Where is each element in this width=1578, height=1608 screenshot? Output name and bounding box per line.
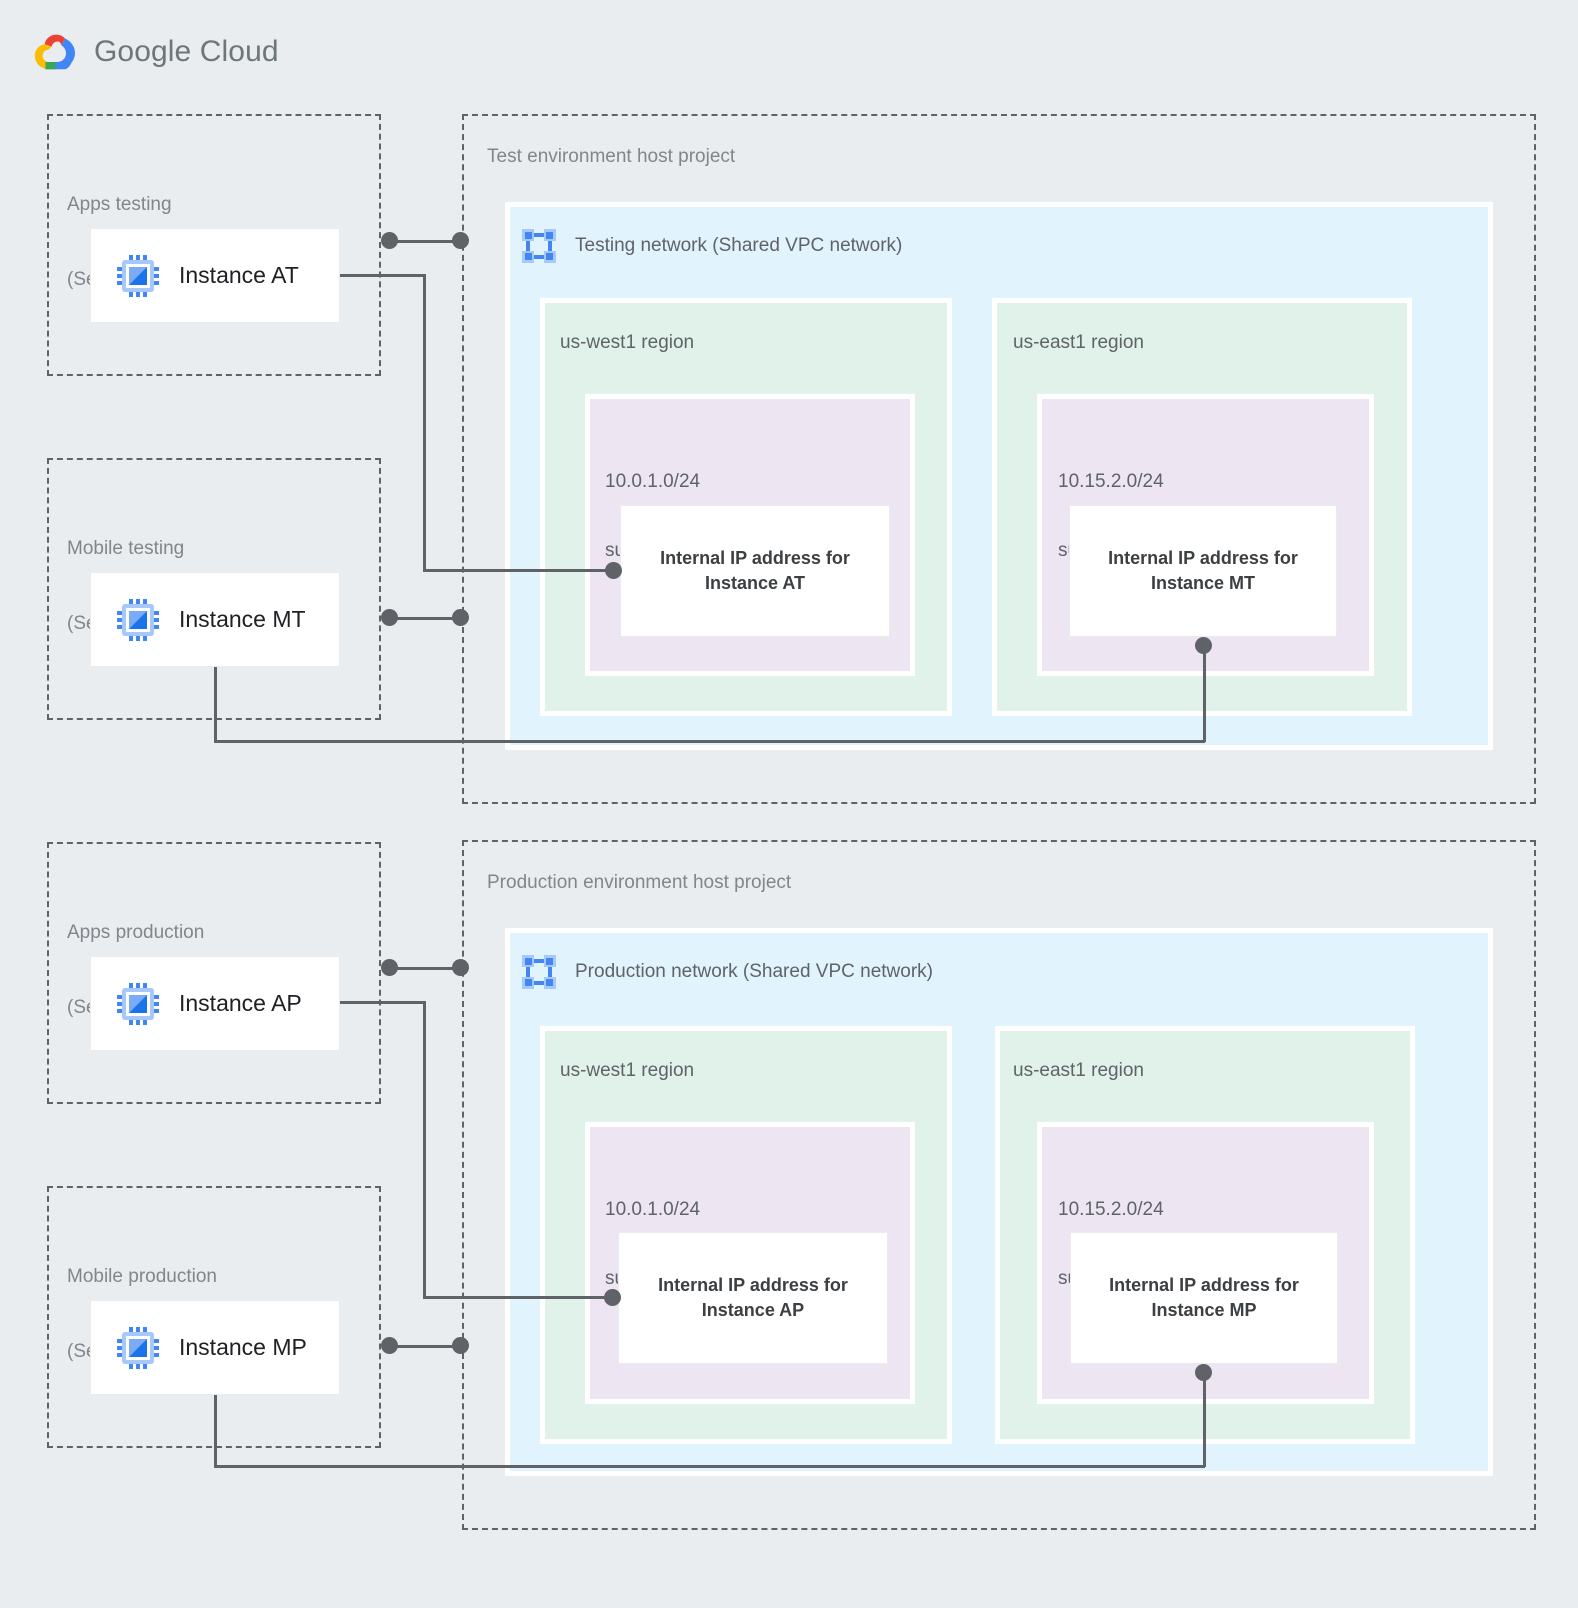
connector-dot-ap-left: [381, 959, 398, 976]
subnet-cidr: 10.0.1.0/24: [605, 471, 701, 492]
connector-mp-seg2: [214, 1465, 1205, 1468]
service-project-apps-production: [47, 842, 381, 1104]
connector-mp-project-link: [389, 1345, 461, 1348]
connector-dot-at-left: [381, 232, 398, 249]
connector-ap-seg1: [340, 1001, 426, 1004]
connector-at-project-link: [389, 240, 461, 243]
project-title-line1: Apps production: [67, 922, 205, 943]
instance-card-mt[interactable]: Instance MT: [90, 572, 340, 667]
instance-label-mp: Instance MP: [179, 1334, 307, 1360]
logo-wordmark: Google Cloud: [94, 35, 279, 69]
connector-dot-at-ip: [605, 562, 622, 579]
vm-instance-chip-icon: [117, 598, 159, 641]
connector-ap-project-link: [389, 967, 461, 970]
connector-mt-seg1: [214, 667, 217, 743]
host-project-test-title: Test environment host project: [487, 146, 736, 167]
logo-word-cloud: Cloud: [191, 35, 279, 68]
connector-at-seg2: [423, 274, 426, 571]
connector-dot-mp-left: [381, 1337, 398, 1354]
instance-label-mt: Instance MT: [179, 606, 306, 632]
connector-ap-seg2: [423, 1001, 426, 1298]
connector-at-seg3: [423, 569, 615, 572]
ip-card-instance-ap: Internal IP address for Instance AP: [618, 1232, 888, 1364]
connector-mt-seg2: [214, 740, 1205, 743]
instance-card-mp[interactable]: Instance MP: [90, 1300, 340, 1395]
vpc-network-testing-header: Testing network (Shared VPC network): [521, 228, 902, 264]
service-project-apps-testing: [47, 114, 381, 376]
subnet-cidr: 10.15.2.0/24: [1058, 471, 1164, 492]
subnet-cidr: 10.0.1.0/24: [605, 1199, 701, 1220]
subnet-cidr: 10.15.2.0/24: [1058, 1199, 1164, 1220]
ip-card-instance-mt: Internal IP address for Instance MT: [1069, 505, 1337, 637]
region-label-prod-us-east1: us-east1 region: [1013, 1060, 1144, 1081]
connector-dot-mt-left: [381, 609, 398, 626]
vm-instance-chip-icon: [117, 1326, 159, 1369]
google-cloud-logo: Google Cloud: [34, 33, 279, 71]
connector-dot-mp-ip: [1195, 1364, 1212, 1381]
logo-word-google: Google: [94, 35, 192, 68]
instance-card-at[interactable]: Instance AT: [90, 228, 340, 323]
connector-dot-mt-right: [452, 609, 469, 626]
instance-label-ap: Instance AP: [179, 990, 302, 1016]
region-label-test-us-east1: us-east1 region: [1013, 332, 1144, 353]
google-cloud-logo-icon: [34, 33, 80, 71]
region-label-test-us-west1: us-west1 region: [560, 332, 695, 353]
connector-mt-project-link: [389, 617, 461, 620]
instance-card-ap[interactable]: Instance AP: [90, 956, 340, 1051]
connector-at-seg1: [340, 274, 426, 277]
ip-card-instance-mp: Internal IP address for Instance MP: [1070, 1232, 1338, 1364]
vm-instance-chip-icon: [117, 254, 159, 297]
vpc-network-icon: [521, 228, 557, 264]
connector-dot-mt-ip: [1195, 637, 1212, 654]
connector-ap-seg3: [423, 1296, 613, 1299]
connector-dot-ap-right: [452, 959, 469, 976]
connector-dot-mp-right: [452, 1337, 469, 1354]
connector-mp-seg3: [1203, 1373, 1206, 1467]
connector-mp-seg1: [214, 1395, 217, 1468]
vpc-network-production-header: Production network (Shared VPC network): [521, 954, 933, 990]
vpc-network-production-title: Production network (Shared VPC network): [575, 961, 933, 982]
connector-dot-ap-ip: [604, 1289, 621, 1306]
connector-dot-at-right: [452, 232, 469, 249]
vm-instance-chip-icon: [117, 982, 159, 1025]
vpc-network-testing-title: Testing network (Shared VPC network): [575, 235, 903, 256]
instance-label-at: Instance AT: [179, 262, 299, 288]
ip-card-instance-at: Internal IP address for Instance AT: [620, 505, 890, 637]
host-project-test-environment: [462, 114, 1536, 804]
host-project-production-environment: [462, 840, 1536, 1530]
vpc-network-icon: [521, 954, 557, 990]
project-title-line1: Apps testing: [67, 194, 172, 215]
project-title-line1: Mobile testing: [67, 538, 185, 559]
region-label-prod-us-west1: us-west1 region: [560, 1060, 695, 1081]
project-title-line1: Mobile production: [67, 1266, 217, 1287]
connector-mt-seg3: [1203, 646, 1206, 742]
host-project-production-title: Production environment host project: [487, 872, 792, 893]
